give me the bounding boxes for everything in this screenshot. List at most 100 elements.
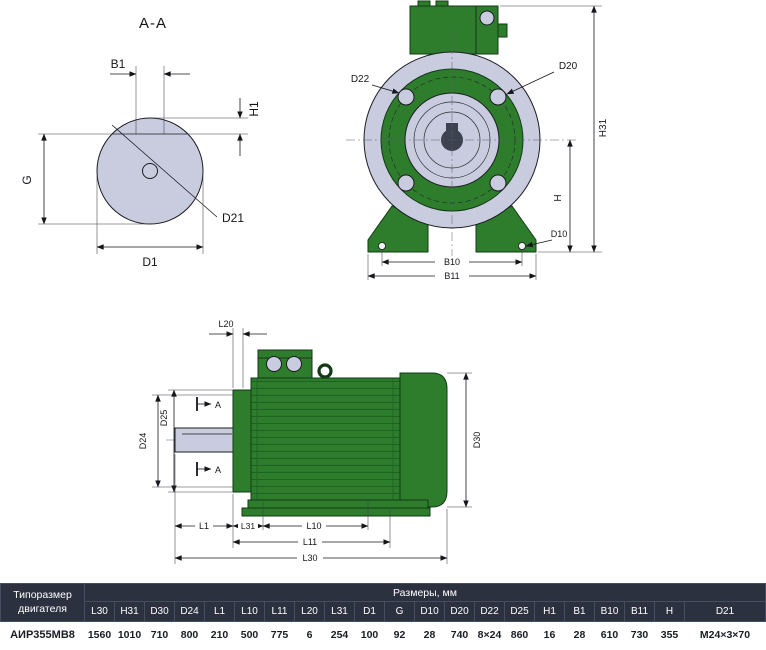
shaft-section-drawing — [96, 117, 218, 225]
dim-d22: D22 — [351, 74, 400, 94]
label-bg — [297, 552, 323, 563]
dim-label-d25: D25 — [159, 410, 169, 427]
column-header-d1: D1 — [354, 601, 385, 622]
value-l11: 775 — [264, 621, 295, 648]
value-g: 92 — [384, 621, 415, 648]
value-l20: 6 — [294, 621, 325, 648]
dim-l1: L1 — [174, 520, 234, 531]
base-plate — [241, 507, 431, 517]
value-d25: 860 — [504, 621, 535, 648]
section-view-aa: A-A B1 H1 G — [20, 15, 261, 269]
value-l31: 254 — [324, 621, 355, 648]
dim-b1: B1 — [110, 57, 190, 134]
table-header-sizes: Размеры, мм — [84, 583, 766, 602]
bolt-hole — [489, 88, 507, 106]
column-header-l11: L11 — [264, 601, 295, 622]
dim-label-b11: B11 — [444, 271, 459, 281]
dim-label-d1: D1 — [142, 255, 158, 269]
motor-side-drawing — [174, 349, 448, 517]
dim-label-l11: L11 — [303, 537, 317, 547]
dim-label-d24: D24 — [138, 433, 148, 450]
value-d20: 740 — [444, 621, 475, 648]
section-title: A-A — [139, 15, 167, 32]
value-d10: 28 — [414, 621, 445, 648]
value-l30: 1560 — [84, 621, 115, 648]
column-header-h1: H1 — [534, 601, 565, 622]
column-header-h: H — [654, 601, 685, 622]
column-header-l10: L10 — [234, 601, 265, 622]
label-bg — [435, 256, 469, 267]
label-bg — [238, 520, 258, 531]
column-header-d10: D10 — [414, 601, 445, 622]
column-header-d30: D30 — [144, 601, 175, 622]
value-d24: 800 — [174, 621, 205, 648]
leader-line — [371, 84, 400, 94]
value-d1: 100 — [354, 621, 385, 648]
side-view: A A L20 D24 D25 — [138, 319, 482, 564]
column-header-g: G — [384, 601, 415, 622]
value-d22: 8×24 — [474, 621, 505, 648]
section-mark-label: A — [215, 465, 221, 475]
label-bg — [195, 520, 213, 531]
column-header-l30: L30 — [84, 601, 115, 622]
model-cell: АИР355МВ8 — [0, 621, 85, 648]
dim-label-b10: B10 — [444, 257, 460, 267]
box-side-detail — [497, 23, 508, 38]
dim-d24: D24 — [138, 394, 233, 488]
dim-l11: L11 — [232, 536, 391, 547]
value-b1: 28 — [564, 621, 595, 648]
value-d21: М24×3×70 — [684, 621, 766, 648]
dim-label-d30: D30 — [472, 432, 482, 449]
column-header-d22: D22 — [474, 601, 505, 622]
keyway-slot — [446, 123, 458, 133]
table-header-model: Типоразмер двигателя — [0, 583, 85, 622]
dim-b10: B10 — [381, 250, 523, 267]
fan-cover — [399, 372, 448, 508]
value-b11: 730 — [624, 621, 655, 648]
label-bg — [435, 270, 469, 281]
dim-l30: L30 — [174, 552, 448, 563]
dim-d1: D1 — [96, 176, 204, 269]
foot-hole — [378, 242, 386, 250]
bolt-hole — [397, 174, 415, 192]
dim-d30: D30 — [447, 372, 482, 508]
dim-g: G — [20, 133, 150, 225]
leader-line — [506, 71, 555, 95]
section-mark-a-bottom: A — [196, 462, 221, 476]
column-header-d25: D25 — [504, 601, 535, 622]
feet-upper — [247, 499, 429, 509]
label-bg — [302, 520, 326, 531]
front-view: D22 D20 H31 H D10 B10 — [346, 0, 609, 281]
bolt-hole — [397, 88, 415, 106]
dim-label-d22: D22 — [351, 74, 370, 85]
dim-label-l1: L1 — [199, 521, 209, 531]
terminal-box-front — [409, 0, 508, 55]
value-h1: 16 — [534, 621, 565, 648]
label-bg — [298, 536, 322, 547]
dim-label-d20: D20 — [559, 61, 578, 72]
dim-l10: L10 — [262, 520, 369, 531]
column-header-l20: L20 — [294, 601, 325, 622]
dim-label-l20: L20 — [218, 319, 233, 329]
cable-gland — [286, 356, 302, 372]
lifting-eyebolt — [317, 363, 333, 379]
drawings-area: A-A B1 H1 G — [20, 0, 609, 564]
value-h31: 1010 — [114, 621, 145, 648]
value-l10: 500 — [234, 621, 265, 648]
dim-b11: B11 — [367, 254, 537, 281]
motor-body — [250, 377, 402, 501]
center-thread-hole — [142, 163, 158, 179]
column-header-l1: L1 — [204, 601, 235, 622]
column-header-d20: D20 — [444, 601, 475, 622]
dim-d10: D10 — [525, 229, 567, 248]
leader-line — [525, 239, 553, 248]
section-mark-a-top: A — [196, 397, 221, 411]
dim-label-h31: H31 — [598, 118, 609, 137]
cable-gland — [479, 10, 495, 26]
dim-h1: H1 — [150, 98, 261, 156]
dim-label-g: G — [20, 175, 34, 184]
dim-h: H — [553, 139, 573, 253]
